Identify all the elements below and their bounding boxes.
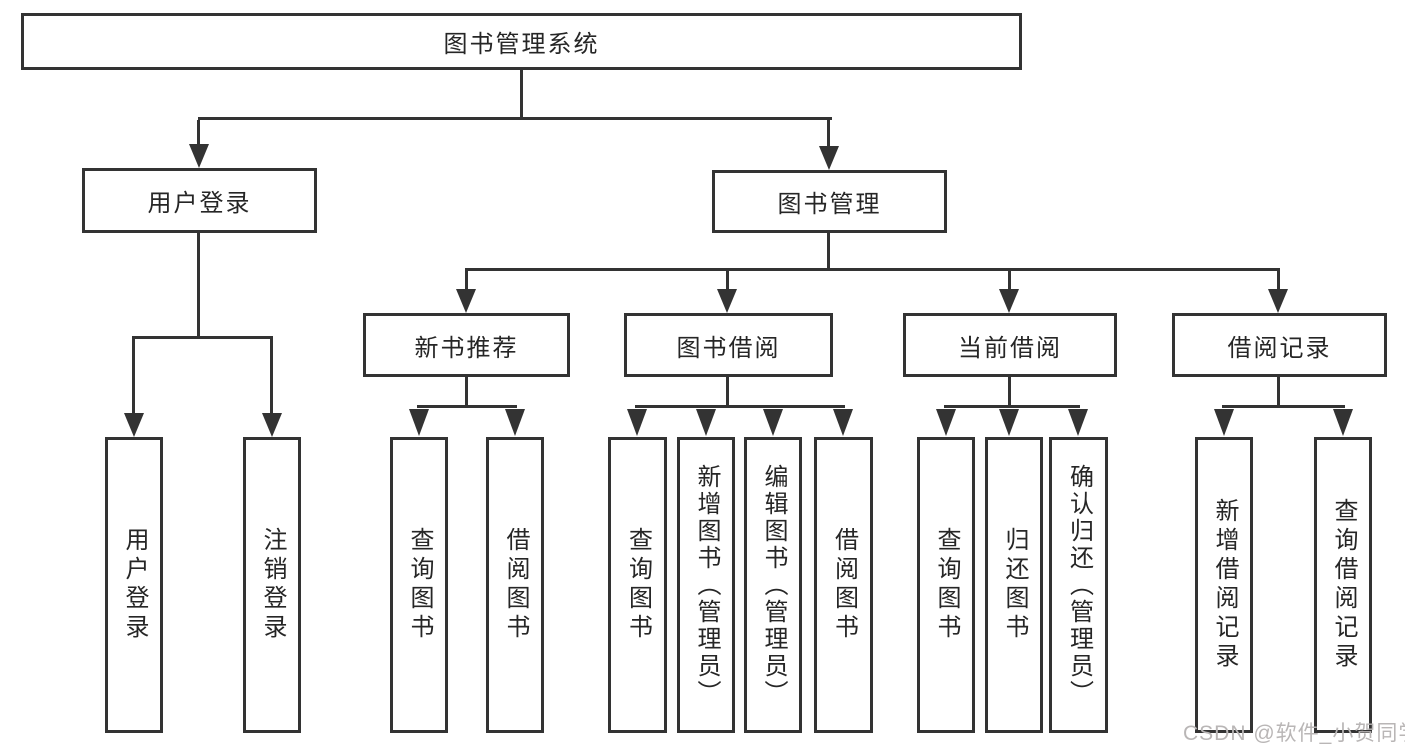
leaf-add-book-admin-label: 新增图书（管理员） (693, 463, 720, 707)
leaf-logout-label: 注销登录 (259, 527, 286, 643)
leaf-return-book-label: 归还图书 (1001, 527, 1028, 643)
csdn-watermark: CSDN @软件_小贺同学 (1183, 722, 1405, 745)
leaf-logout: 注销登录 (243, 437, 301, 733)
leaf-borrow-books-1: 借阅图书 (486, 437, 544, 733)
leaf-add-borrow-record-label: 新增借阅记录 (1211, 498, 1238, 672)
arrowhead-down-icon (833, 409, 853, 436)
leaf-confirm-return-admin: 确认归还（管理员） (1049, 437, 1108, 733)
arrowhead-down-icon (1068, 409, 1088, 436)
leaf-query-borrow-record: 查询借阅记录 (1314, 437, 1372, 733)
connector-line (726, 271, 729, 290)
connector-line (726, 377, 729, 407)
node-root: 图书管理系统 (21, 13, 1022, 70)
leaf-query-books-1: 查询图书 (390, 437, 448, 733)
arrowhead-down-icon (763, 409, 783, 436)
node-book-borrowing: 图书借阅 (624, 313, 833, 377)
connector-line (465, 271, 468, 290)
leaf-query-books-1-label: 查询图书 (406, 527, 433, 643)
arrowhead-down-icon (1268, 289, 1288, 313)
connector-line (132, 336, 273, 339)
connector-line (1277, 271, 1280, 290)
leaf-borrow-books-1-label: 借阅图书 (502, 527, 529, 643)
connector-line (827, 233, 830, 271)
leaf-return-book: 归还图书 (985, 437, 1043, 733)
arrowhead-down-icon (262, 413, 282, 437)
connector-line (520, 70, 523, 120)
arrowhead-down-icon (505, 409, 525, 436)
leaf-add-book-admin: 新增图书（管理员） (677, 437, 735, 733)
leaf-add-borrow-record: 新增借阅记录 (1195, 437, 1253, 733)
leaf-edit-book-admin: 编辑图书（管理员） (744, 437, 802, 733)
leaf-query-books-3: 查询图书 (917, 437, 975, 733)
leaf-user-login: 用户登录 (105, 437, 163, 733)
node-borrowing-records-label: 借阅记录 (1227, 334, 1332, 362)
arrowhead-down-icon (456, 289, 476, 313)
leaf-edit-book-admin-label: 编辑图书（管理员） (760, 463, 787, 707)
node-user-login: 用户登录 (82, 168, 317, 233)
connector-line (944, 405, 1080, 408)
arrowhead-down-icon (1333, 409, 1353, 436)
node-new-book-recommendation-label: 新书推荐 (414, 334, 519, 362)
connector-line (1008, 377, 1011, 407)
node-current-borrowing: 当前借阅 (903, 313, 1117, 377)
node-root-label: 图书管理系统 (443, 31, 600, 58)
leaf-query-books-3-label: 查询图书 (933, 527, 960, 643)
arrowhead-down-icon (627, 409, 647, 436)
connector-line (635, 405, 845, 408)
arrowhead-down-icon (717, 289, 737, 313)
arrowhead-down-icon (999, 409, 1019, 436)
arrowhead-down-icon (1214, 409, 1234, 436)
arrowhead-down-icon (189, 144, 209, 168)
leaf-query-books-2: 查询图书 (608, 437, 667, 733)
node-new-book-recommendation: 新书推荐 (363, 313, 570, 377)
arrowhead-down-icon (819, 146, 839, 170)
leaf-borrow-books-2: 借阅图书 (814, 437, 873, 733)
connector-line (465, 377, 468, 407)
connector-line (827, 120, 830, 148)
connector-line (197, 120, 200, 146)
connector-line (270, 339, 273, 414)
node-book-management-label: 图书管理 (777, 191, 882, 218)
leaf-borrow-books-2-label: 借阅图书 (830, 527, 858, 643)
connector-line (1222, 405, 1345, 408)
arrowhead-down-icon (696, 409, 716, 436)
connector-line (197, 232, 200, 339)
connector-line (1008, 271, 1011, 290)
leaf-user-login-label: 用户登录 (121, 527, 148, 643)
leaf-query-borrow-record-label: 查询借阅记录 (1330, 498, 1357, 672)
arrowhead-down-icon (124, 413, 144, 437)
node-book-borrowing-label: 图书借阅 (676, 334, 781, 362)
connector-line (417, 405, 517, 408)
connector-line (132, 339, 135, 414)
leaf-query-books-2-label: 查询图书 (624, 527, 652, 643)
node-user-login-label: 用户登录 (147, 190, 252, 217)
leaf-confirm-return-admin-label: 确认归还（管理员） (1065, 463, 1093, 707)
arrowhead-down-icon (409, 409, 429, 436)
connector-line (465, 268, 1280, 271)
connector-line (198, 117, 832, 120)
connector-line (1277, 377, 1280, 407)
node-borrowing-records: 借阅记录 (1172, 313, 1387, 377)
arrowhead-down-icon (999, 289, 1019, 313)
node-book-management: 图书管理 (712, 170, 947, 233)
node-current-borrowing-label: 当前借阅 (958, 334, 1062, 362)
arrowhead-down-icon (936, 409, 956, 436)
